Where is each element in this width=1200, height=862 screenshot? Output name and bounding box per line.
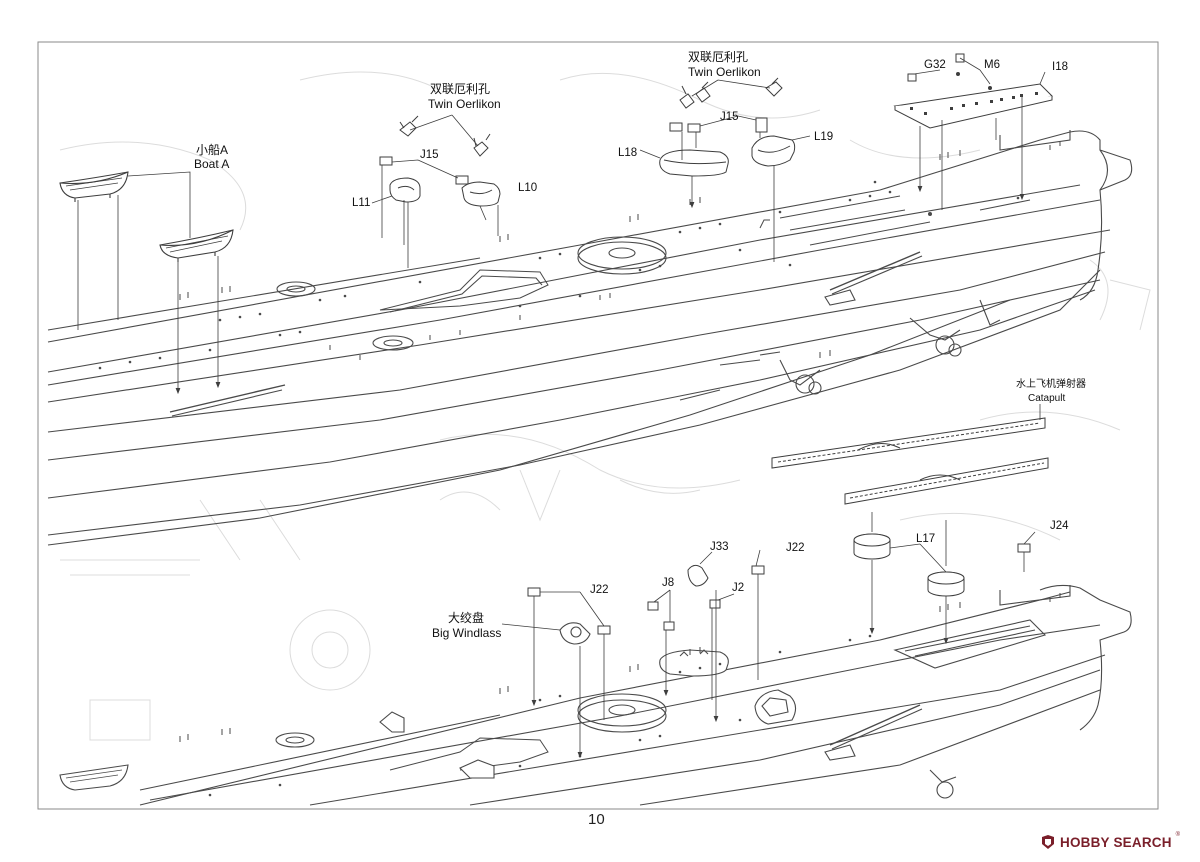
boat-drop-lines	[77, 195, 221, 395]
watermark-trademark: ®	[1175, 832, 1181, 838]
page-border	[37, 41, 1159, 810]
l17-leaders	[869, 512, 949, 645]
lower-hull	[59, 584, 1132, 806]
oerlikon-right-leaders	[639, 79, 811, 262]
oerlikon-left-label-zh: 双联厄利孔	[430, 82, 491, 96]
boat-leader	[127, 171, 191, 238]
windlass-label-en: Big Windlass	[432, 626, 502, 640]
part-label-j8: J8	[662, 577, 675, 589]
part-label-j15-right: J15	[720, 111, 739, 123]
part-label-l11: L11	[352, 197, 371, 209]
oerlikon-left-label-en: Twin Oerlikon	[428, 97, 501, 111]
oerlikon-left-group	[379, 115, 501, 207]
part-label-j15-left: J15	[420, 149, 439, 161]
catapult-part	[771, 417, 1049, 505]
i18-deck-panel	[893, 53, 1053, 129]
windlass-label-zh: 大绞盘	[448, 611, 485, 625]
oerlikon-right-label-en: Twin Oerlikon	[688, 65, 761, 79]
oerlikon-right-label-zh: 双联厄利孔	[688, 50, 749, 64]
part-label-m6: M6	[984, 59, 1000, 71]
boat-label-en: Boat A	[194, 157, 230, 171]
upper-hull	[47, 130, 1133, 546]
part-label-i18: I18	[1052, 61, 1068, 73]
j-leaders	[531, 531, 1036, 759]
page-number: 10	[588, 811, 605, 828]
part-label-l19: L19	[814, 131, 834, 143]
catapult-label-zh: 水上飞机弹射器	[1016, 379, 1086, 390]
watermark: HOBBY SEARCH ®	[1040, 832, 1180, 852]
i18-leaders	[913, 57, 1046, 210]
boat-a-part	[59, 171, 234, 262]
boat-label-zh: 小船A	[196, 143, 229, 157]
l17-part	[853, 533, 965, 597]
part-label-l18: L18	[618, 147, 638, 159]
part-label-l17: L17	[916, 533, 936, 545]
part-label-g32: G32	[924, 59, 946, 71]
part-label-j22-left: J22	[590, 584, 609, 596]
part-label-j33: J33	[710, 541, 729, 553]
catapult-label-en: Catapult	[1028, 393, 1066, 404]
hobby-search-logo-icon	[1042, 835, 1054, 849]
part-label-j22-top: J22	[786, 542, 805, 554]
part-label-j2: J2	[732, 582, 745, 594]
ghost-background	[59, 71, 1151, 741]
oerlikon-right-group	[659, 77, 796, 177]
part-label-l10: L10	[518, 182, 538, 194]
oerlikon-left-leaders	[371, 114, 499, 268]
part-label-j24: J24	[1050, 520, 1069, 532]
watermark-text: HOBBY SEARCH	[1060, 834, 1172, 850]
windlass-leader	[501, 623, 561, 631]
